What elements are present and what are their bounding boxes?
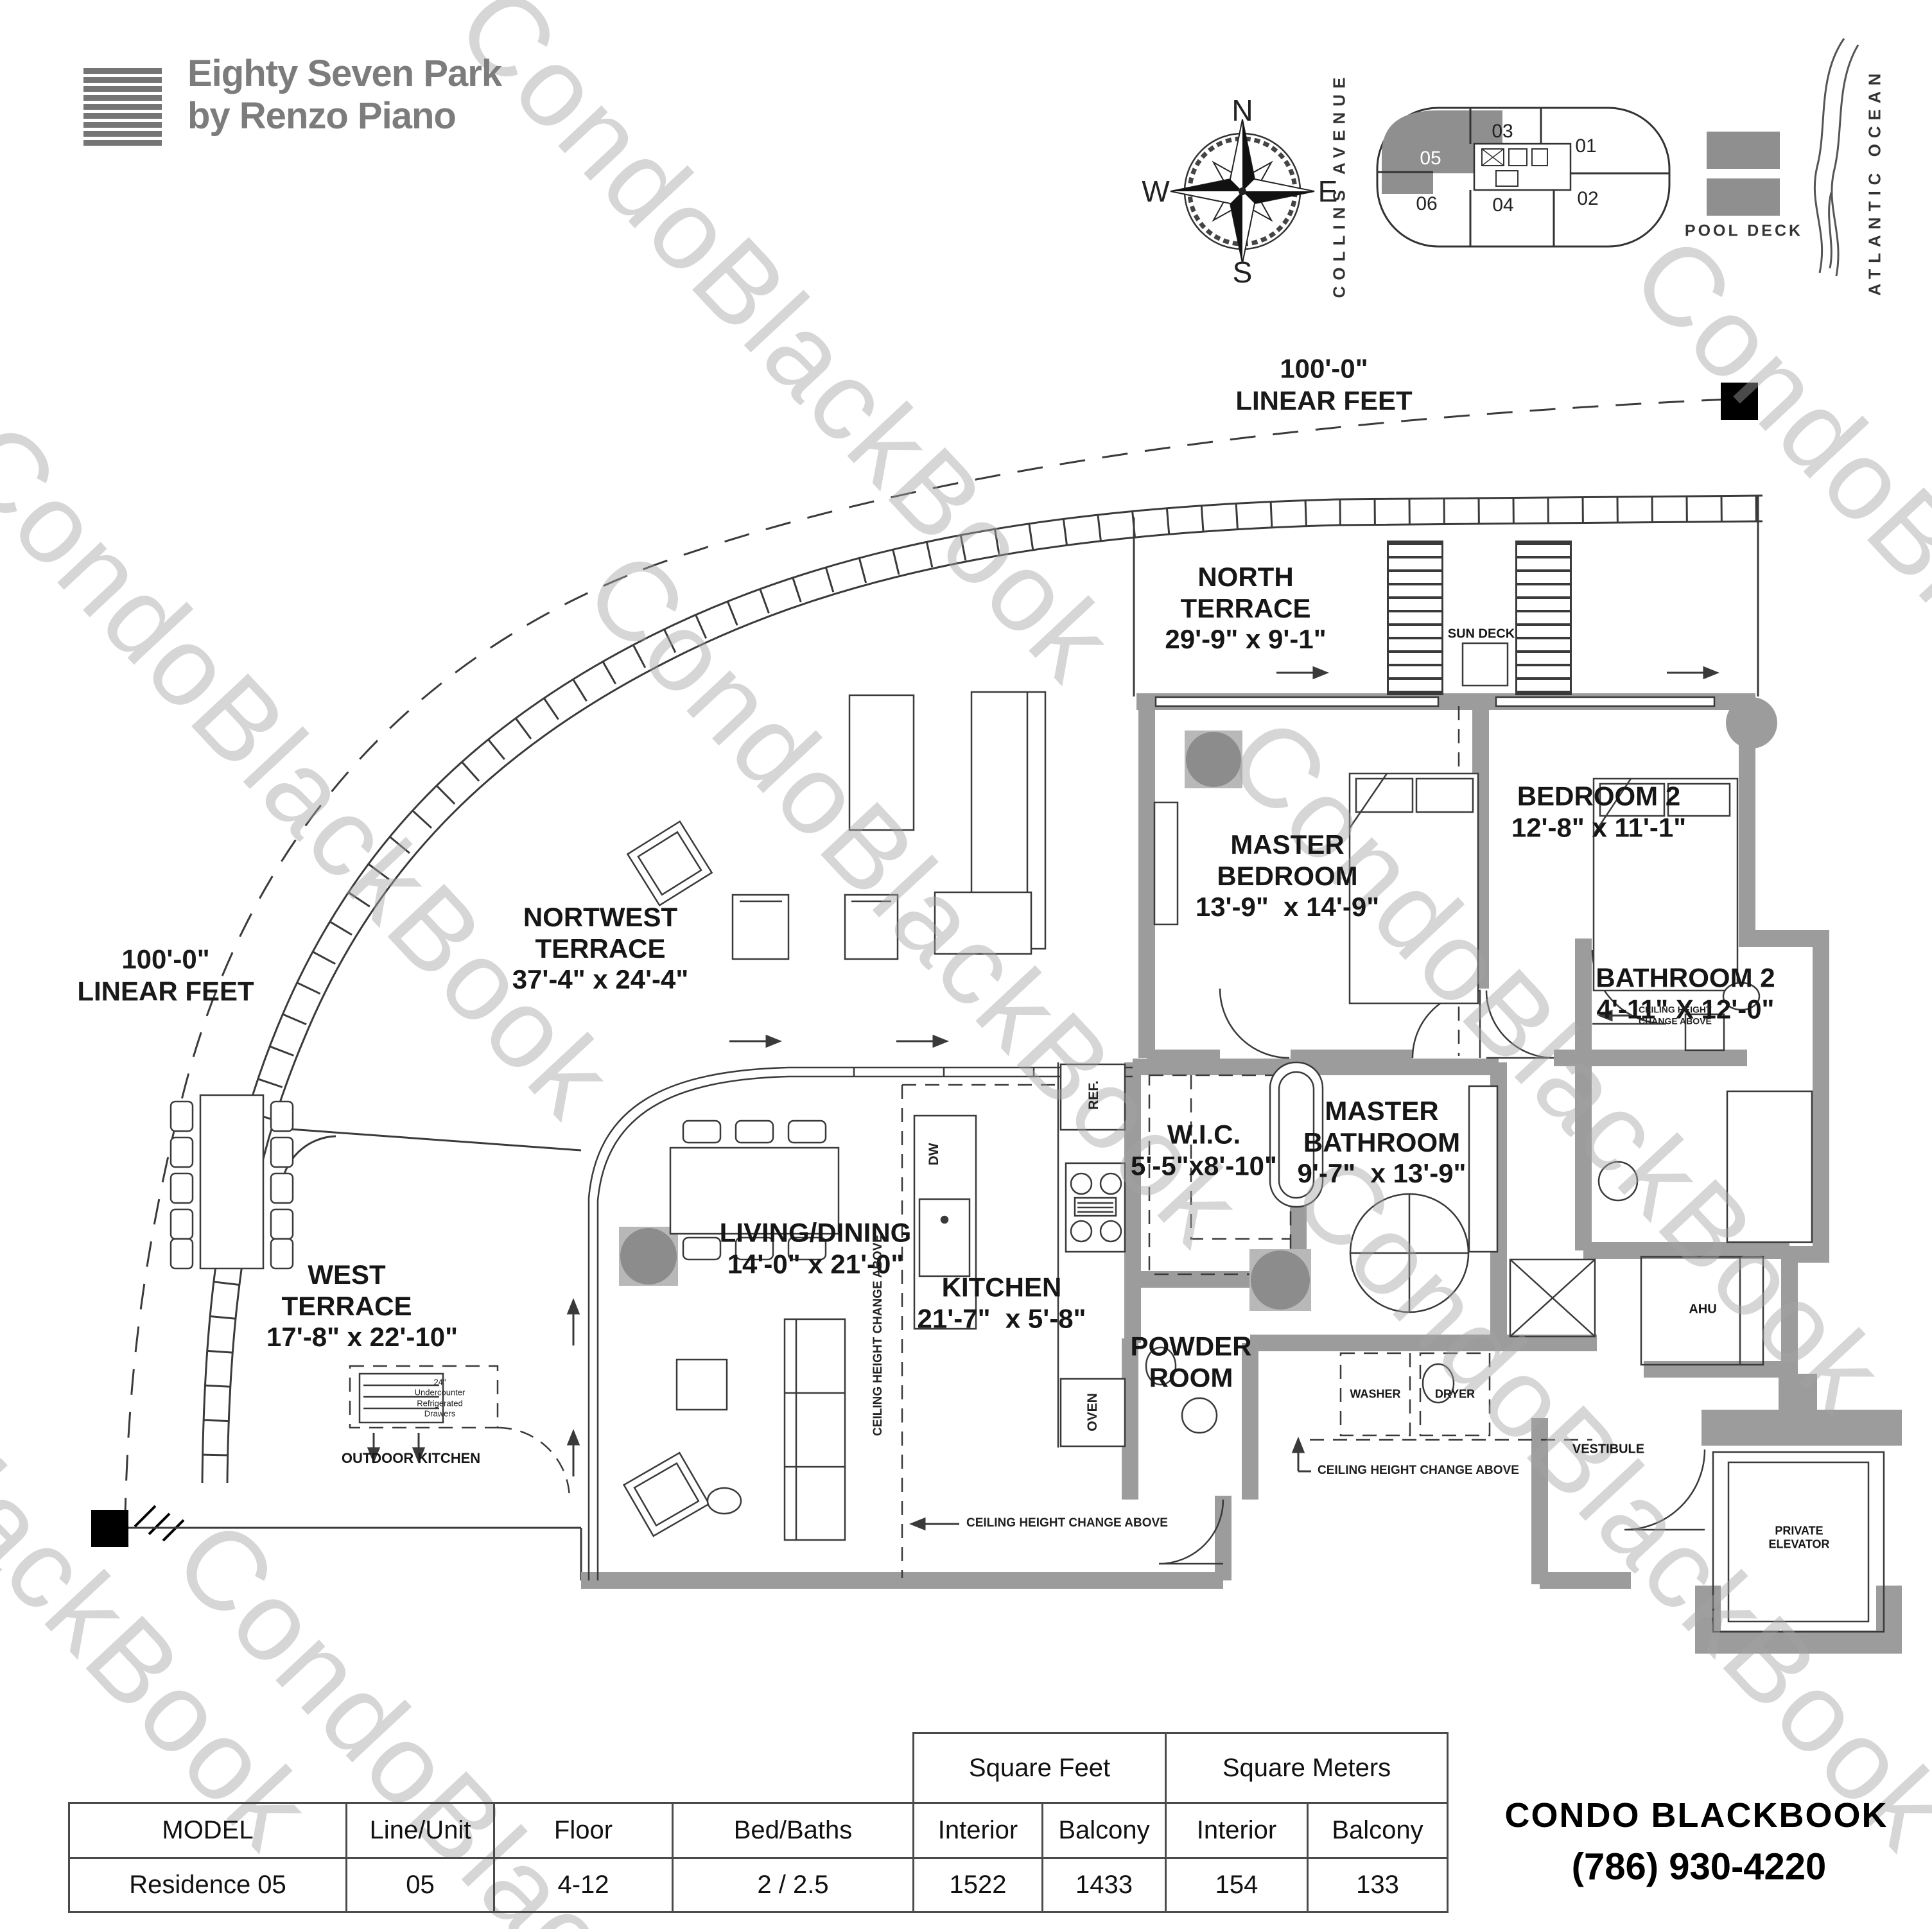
ceiling-note-laundry: CEILING HEIGHT CHANGE ABOVE <box>1318 1464 1519 1477</box>
keyplan-unit-06: 06 <box>1416 193 1438 214</box>
dimension-left-label: LINEAR FEET <box>77 976 254 1007</box>
spec-table: Square Feet Square Meters MODEL Line/Uni… <box>68 1732 1450 1914</box>
table-header-model: MODEL <box>68 1802 345 1857</box>
furniture <box>170 642 1885 1633</box>
room-label-private-elevator: PRIVATE ELEVATOR <box>1768 1524 1830 1550</box>
room-label-kitchen: KITCHEN 21'-7" x 5'-8" <box>917 1272 1086 1333</box>
logo-title: Eighty Seven Park <box>187 53 502 94</box>
railing-ticks <box>202 496 1757 1457</box>
footer-phone: (786) 930-4220 <box>1571 1846 1827 1888</box>
table-cell-sqm-balcony: 133 <box>1307 1857 1449 1913</box>
survey-markers <box>91 383 1758 1547</box>
table-cell-model: Residence 05 <box>68 1857 345 1913</box>
ceiling-note-living: CEILING HEIGHT CHANGE ABOVE <box>966 1516 1168 1530</box>
walls <box>581 693 1829 1589</box>
dimension-left-value: 100'-0" <box>121 944 210 974</box>
walls-solid <box>1695 697 1902 1654</box>
compass-rose <box>1170 119 1315 264</box>
sun-lounger-deck-left <box>1387 541 1443 695</box>
compass-west: W <box>1142 175 1170 208</box>
property-line-arc <box>124 398 1728 1516</box>
atlantic-ocean-label: ATLANTIC OCEAN <box>1865 67 1884 296</box>
table-group-square-feet: Square Feet <box>912 1732 1165 1802</box>
table-cell-line-unit: 05 <box>345 1857 493 1913</box>
room-label-bedroom-2: BEDROOM 2 12'-8" x 11'-1" <box>1511 781 1687 842</box>
dryer-label: DRYER <box>1434 1387 1475 1401</box>
room-label-northwest-terrace: NORTWEST TERRACE 37'-4" x 24'-4" <box>512 901 689 995</box>
room-label-bathroom-2: BATHROOM 2 4'-11" X 12'-0" <box>1596 962 1775 1024</box>
room-label-north-terrace: NORTH TERRACE 29'-9" x 9'-1" <box>1165 561 1327 655</box>
ref-label: REF. <box>1086 1080 1101 1110</box>
compass-south: S <box>1232 255 1253 289</box>
keyplan-unit-04: 04 <box>1492 195 1514 216</box>
dimension-left: 100'-0" LINEAR FEET <box>77 944 254 1008</box>
table-header-sqm-interior: Interior <box>1165 1802 1307 1857</box>
direction-arrows <box>367 666 1720 1531</box>
keyplan <box>1376 107 1671 248</box>
pool-deck-blocks <box>1707 132 1780 216</box>
table-header-sqft-interior: Interior <box>912 1802 1041 1857</box>
structural-columns <box>619 731 1311 1311</box>
glass-walls <box>587 696 1716 1580</box>
room-label-sun-deck: SUN DECK <box>1447 627 1515 641</box>
room-label-master-bedroom: MASTER BEDROOM 13'-9" x 14'-9" <box>1195 829 1380 922</box>
room-label-ahu: AHU <box>1689 1302 1717 1317</box>
dimension-top: 100'-0" LINEAR FEET <box>1235 353 1412 418</box>
room-label-vestibule: VESTIBULE <box>1572 1442 1645 1457</box>
room-label-wic: W.I.C. 5'-5"x8'-10" <box>1131 1119 1277 1181</box>
table-cell-sqm-interior: 154 <box>1165 1857 1307 1913</box>
ceiling-note-bedroom2: CEILING HEIGHT CHANGE ABOVE <box>1639 1004 1712 1026</box>
logo-stripes-icon <box>83 68 162 149</box>
room-label-master-bathroom: MASTER BATHROOM 9'-7" x 13'-9" <box>1297 1095 1466 1189</box>
dimension-top-value: 100'-0" <box>1280 353 1368 384</box>
table-header-floor: Floor <box>493 1802 672 1857</box>
room-label-west-terrace: WEST TERRACE 17'-8" x 22'-10" <box>266 1259 458 1353</box>
table-header-sqm-balcony: Balcony <box>1307 1802 1449 1857</box>
pool-deck-label: POOL DECK <box>1684 221 1804 240</box>
keyplan-unit-01: 01 <box>1575 135 1597 157</box>
oven-label: OVEN <box>1085 1393 1100 1432</box>
compass-north: N <box>1231 94 1253 127</box>
table-cell-floor: 4-12 <box>493 1857 672 1913</box>
collins-avenue-label: COLLINS AVENUE <box>1329 71 1349 298</box>
table-header-sqft-balcony: Balcony <box>1041 1802 1165 1857</box>
washer-label: WASHER <box>1350 1387 1401 1401</box>
dw-label: DW <box>927 1143 941 1166</box>
undercounter-note: 24" Undercounter Refrigerated Drawers <box>414 1377 466 1419</box>
keyplan-unit-03: 03 <box>1492 121 1513 142</box>
ocean-waves <box>1813 38 1859 277</box>
logo-subtitle: by Renzo Piano <box>187 95 457 137</box>
room-label-outdoor-kitchen: OUTDOOR KITCHEN <box>341 1450 481 1467</box>
room-label-living-dining: LIVING/DINING 14'-0" x 21'-0" <box>719 1217 912 1279</box>
compass-east: E <box>1318 175 1338 208</box>
ceiling-note-kitchen-vertical: CEILING HEIGHT CHANGE ABOVE <box>871 1234 885 1436</box>
table-cell-bed-baths: 2 / 2.5 <box>672 1857 912 1913</box>
keyplan-unit-05-highlighted: 05 <box>1420 148 1441 169</box>
footer-brand: CONDO BLACKBOOK <box>1504 1796 1888 1835</box>
table-group-square-meters: Square Meters <box>1165 1732 1449 1802</box>
sun-lounger-deck-right <box>1515 541 1572 695</box>
room-label-powder-room: POWDER ROOM <box>1130 1331 1252 1392</box>
table-header-bed-baths: Bed/Baths <box>672 1802 912 1857</box>
keyplan-unit-02: 02 <box>1577 188 1599 209</box>
table-cell-sqft-interior: 1522 <box>912 1857 1041 1913</box>
dimension-top-label: LINEAR FEET <box>1235 386 1413 416</box>
table-cell-sqft-balcony: 1433 <box>1041 1857 1165 1913</box>
table-header-line-unit: Line/Unit <box>345 1802 493 1857</box>
door-swings <box>1158 949 1706 1565</box>
